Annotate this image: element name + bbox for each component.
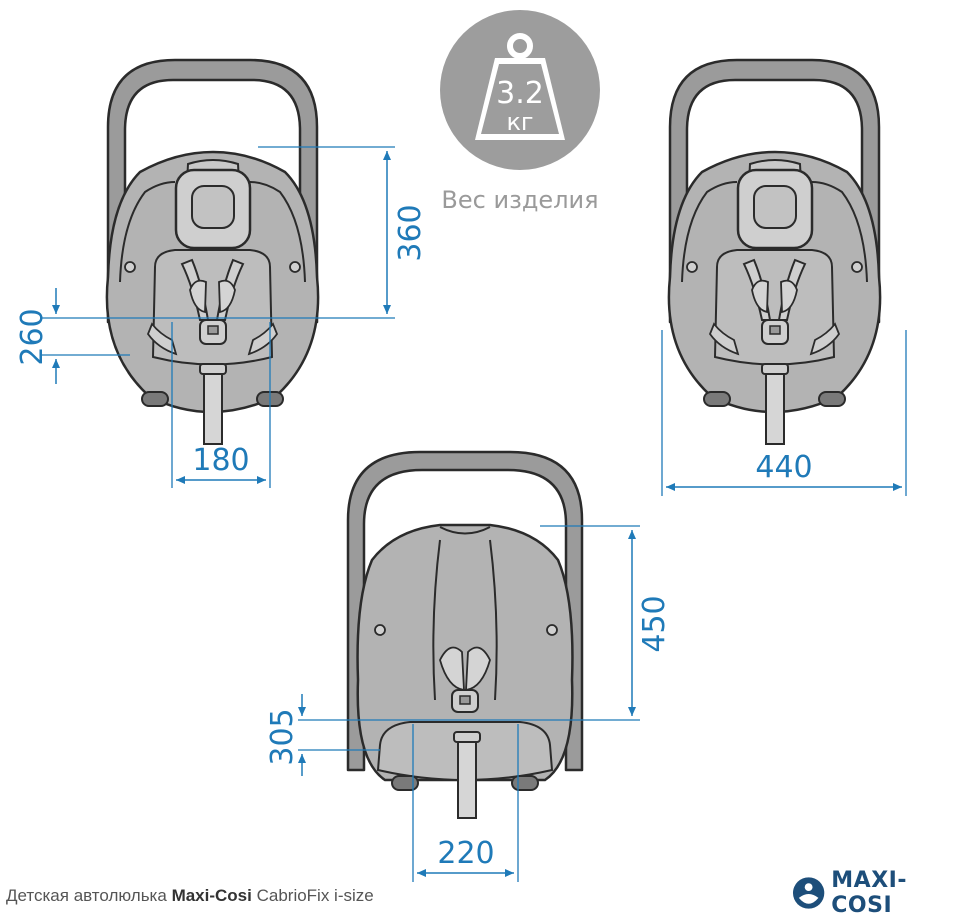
caption-brand: Maxi-Cosi xyxy=(171,886,252,905)
weight-hook-icon xyxy=(507,33,533,59)
outer-width-label: 440 xyxy=(755,450,812,485)
bottom-view-seat xyxy=(346,450,584,819)
bottom-headrest-height-label: 450 xyxy=(637,595,672,652)
maxi-cosi-logo-icon xyxy=(792,877,825,909)
weight-unit: кг xyxy=(506,108,533,136)
product-caption: Детская автолюлька Maxi-Cosi CabrioFix i… xyxy=(6,886,374,906)
caption-prefix: Детская автолюлька xyxy=(6,886,167,905)
bottom-harness-low-label: 305 xyxy=(265,708,300,765)
maxi-cosi-logo: MAXI-COSI xyxy=(792,868,965,918)
brand-name: MAXI-COSI xyxy=(831,868,907,918)
front-inner-width-label: 180 xyxy=(192,443,249,478)
front-view-seat xyxy=(105,58,320,446)
weight-value: 3.2 xyxy=(496,76,544,111)
weight-caption: Вес изделия xyxy=(441,186,598,214)
weight-badge: 3.2 кг xyxy=(440,10,600,170)
front-headrest-height-label: 360 xyxy=(393,204,428,261)
front-harness-low-label: 260 xyxy=(15,308,50,365)
outer-view-seat xyxy=(667,58,882,446)
bottom-inner-width-label: 220 xyxy=(437,836,494,871)
caption-model: CabrioFix i-size xyxy=(256,886,374,905)
